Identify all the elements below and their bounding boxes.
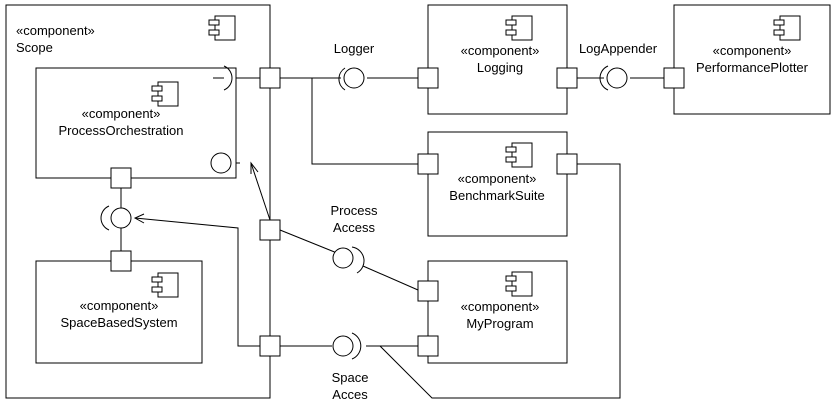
component-icon [505,15,533,41]
connector-line [362,265,419,291]
component-icon [151,81,179,107]
port [556,67,578,89]
scope-name: Scope [16,40,53,55]
provided-interface-ball [110,207,132,229]
logging-component [427,4,568,115]
port [663,67,685,89]
connector-line [379,163,621,399]
provided-interface-ball [332,335,354,357]
required-interface-socket [351,332,362,360]
my-program-stereotype: «component» [461,299,540,314]
arrow-head [133,213,145,224]
provided-interface-ball [332,247,354,269]
port [110,167,132,189]
scope-stereotype: «component» [16,23,95,38]
required-interface-socket [223,65,233,91]
provided-interface-ball [343,67,365,89]
performance-plotter-name: PerformancePlotter [696,60,809,75]
connector-line [311,78,418,165]
port [417,67,439,89]
connector-line [250,162,271,221]
process-orchestration-name: ProcessOrchestration [59,123,184,138]
port [556,153,578,175]
benchmark-suite-component [427,131,568,237]
my-program-component [427,260,568,364]
process-access-label-line2: Access [333,220,375,235]
component-icon [505,271,533,297]
provided-interface-ball [210,152,232,174]
space-based-system-name: SpaceBasedSystem [60,315,177,330]
connector-line [134,217,260,347]
benchmark-suite-name: BenchmarkSuite [449,188,544,203]
port [417,280,439,302]
my-program-name: MyProgram [466,316,533,331]
space-access-label-line2: Acces [332,387,368,402]
arrow-head [250,161,259,174]
required-interface-socket [599,65,609,91]
logging-name: Logging [477,60,523,75]
space-access-label-line1: Space [332,370,369,385]
port [417,153,439,175]
logging-stereotype: «component» [461,43,540,58]
connector-line [279,229,338,254]
process-orchestration-stereotype: «component» [82,106,161,121]
required-interface-socket [338,67,346,91]
space-based-system-stereotype: «component» [80,298,159,313]
performance-plotter-component [673,4,831,115]
port [110,250,132,272]
process-access-label-line1: Process [331,203,378,218]
logger-label: Logger [334,41,375,56]
provided-interface-ball [606,67,628,89]
component-icon [505,142,533,168]
port [417,335,439,357]
component-icon [773,15,801,41]
component-icon [151,272,179,298]
port [259,219,281,241]
required-interface-socket [351,246,365,274]
port [259,335,281,357]
component-icon [208,15,236,41]
benchmark-suite-stereotype: «component» [458,171,537,186]
process-orchestration-component [35,67,237,179]
performance-plotter-stereotype: «component» [713,43,792,58]
port [259,67,281,89]
required-interface-socket [100,205,110,231]
log-appender-label: LogAppender [579,41,658,56]
